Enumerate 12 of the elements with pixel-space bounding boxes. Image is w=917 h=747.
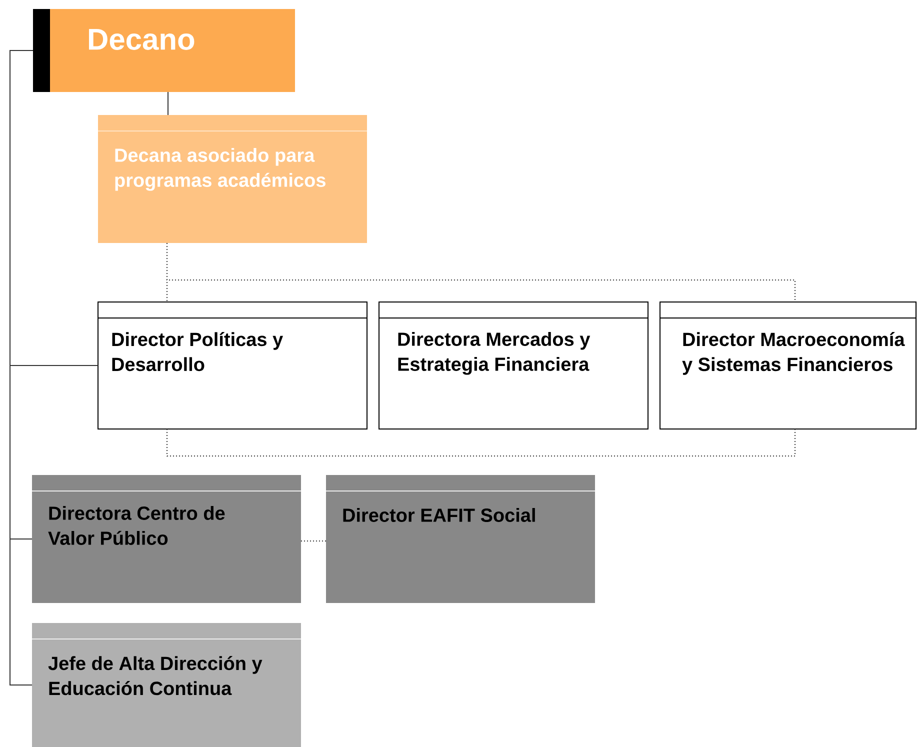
position-box: Decana asociado para programas académicos	[98, 115, 368, 243]
connector-line	[166, 242, 796, 302]
position-box: Directora Centro de Valor Público	[32, 475, 302, 603]
position-box: Director EAFIT Social	[326, 475, 596, 603]
position-box: Director Políticas y Desarrollo	[98, 302, 368, 430]
position-box: Director Macroeconomía y Sistemas Financieros	[660, 302, 917, 430]
head-box: Decano	[33, 9, 295, 92]
position-box: Directora Mercados y Estrategia Financiera	[378, 302, 648, 430]
connector-line	[300, 540, 326, 542]
position-box: Jefe de Alta Dirección y Educación Continua	[32, 623, 302, 747]
connector-line	[10, 50, 34, 686]
connector-line	[166, 428, 796, 456]
